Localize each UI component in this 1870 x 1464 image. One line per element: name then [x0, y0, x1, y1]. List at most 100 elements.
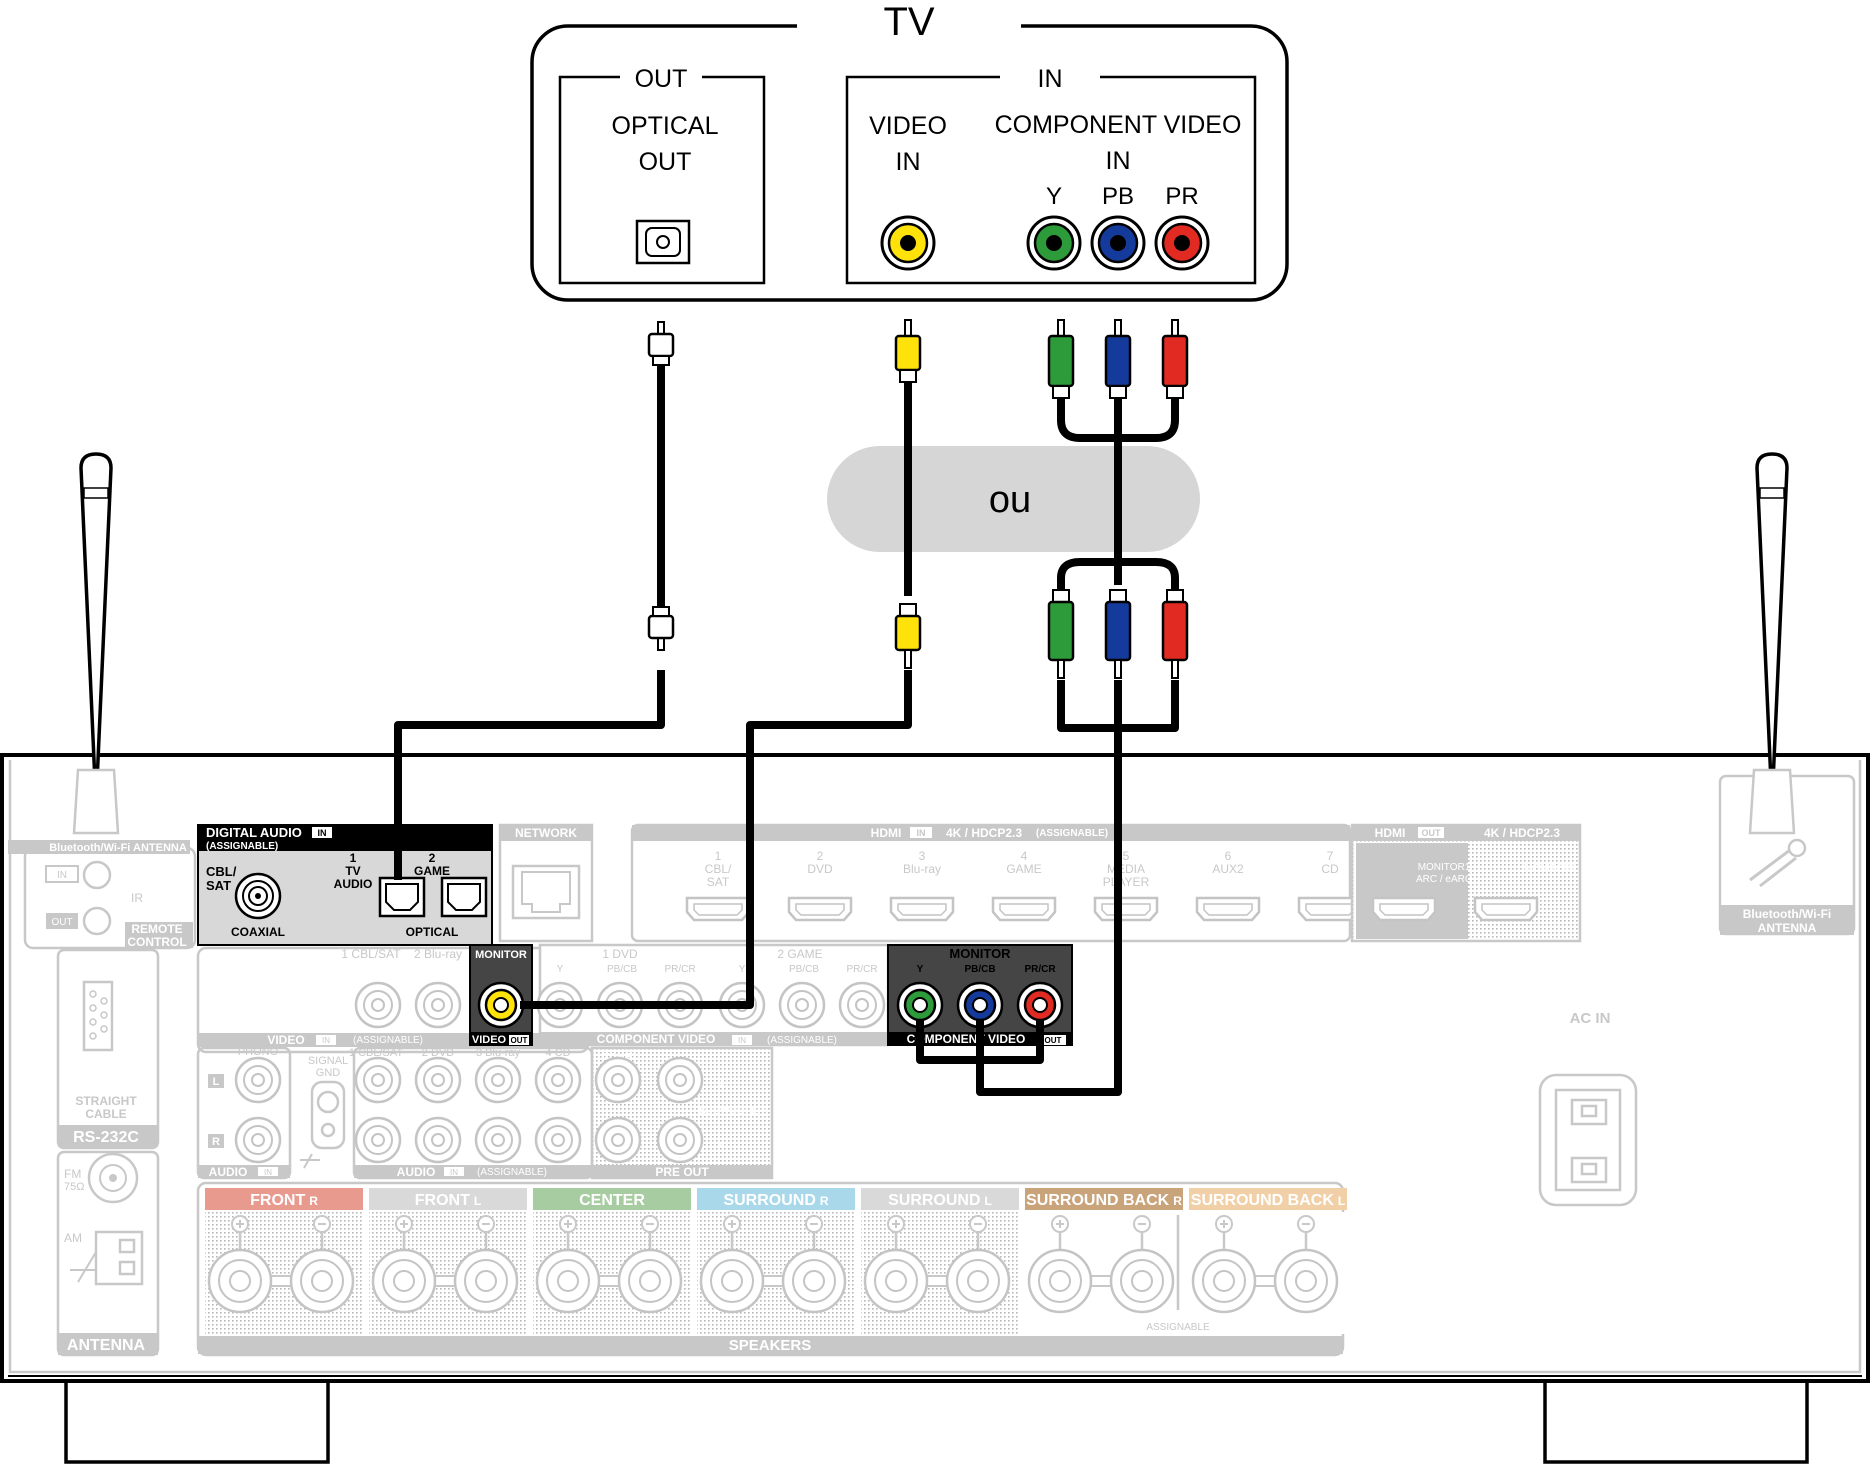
- signal-gnd-terminal[interactable]: [300, 1080, 346, 1169]
- hdmi-input-port[interactable]: [787, 896, 853, 922]
- audio-mid-assignable: (ASSIGNABLE): [477, 1167, 547, 1178]
- video-in-1-jack[interactable]: [354, 981, 402, 1029]
- rs232c-port[interactable]: [82, 980, 114, 1052]
- hdmi-input-port[interactable]: [991, 896, 1057, 922]
- tv-component-y-jack: [1026, 215, 1082, 271]
- component-section-in-box: [732, 1035, 752, 1045]
- comp-in2-pr-label: PR/CR: [846, 964, 877, 975]
- audio-in-3-r-jack[interactable]: [474, 1116, 522, 1164]
- audio-in-4-r-jack[interactable]: [534, 1116, 582, 1164]
- speaker-plus-terminal[interactable]: [1191, 1248, 1257, 1314]
- comp-in2-pb-jack[interactable]: [778, 981, 826, 1029]
- speaker-minus-terminal[interactable]: [289, 1248, 355, 1314]
- comp-monitor-y-jack[interactable]: [896, 981, 944, 1029]
- hdmi-input-name: GAME: [1006, 862, 1041, 876]
- opt1-line1: 1: [350, 851, 357, 865]
- speaker-plus-terminal[interactable]: [863, 1248, 929, 1314]
- video-in-1-label: 1 CBL/SAT: [341, 947, 401, 961]
- video-in-2-label: 2 Blu-ray: [414, 947, 462, 961]
- video-in-2-jack[interactable]: [414, 981, 462, 1029]
- tv-video-in-jack: [880, 215, 936, 271]
- audio-in-1-l-jack[interactable]: [354, 1056, 402, 1104]
- ir-out-badge: [46, 913, 78, 929]
- remote-control-band: [125, 922, 193, 948]
- ir-in-jack[interactable]: [82, 860, 112, 890]
- hdmi-input-port[interactable]: [889, 896, 955, 922]
- digital-audio-header: [198, 825, 492, 851]
- ac-in-socket[interactable]: [1554, 1088, 1622, 1192]
- hdmi-out-monitor2-port[interactable]: [1473, 896, 1539, 922]
- hdmi-out-monitor1-port[interactable]: [1371, 896, 1437, 922]
- hdmi-input-port[interactable]: [685, 896, 751, 922]
- sign-marks: [1220, 1220, 1310, 1228]
- subwoofer-2-jack[interactable]: [656, 1116, 704, 1164]
- phono-r-jack[interactable]: [234, 1116, 282, 1164]
- audio-in-2-r-jack[interactable]: [414, 1116, 462, 1164]
- hdmi-input-port[interactable]: [1093, 896, 1159, 922]
- audio-in-4-l-jack[interactable]: [534, 1056, 582, 1104]
- monitor-video-out-jack[interactable]: [477, 981, 525, 1029]
- component-plug-tv-pb: [1104, 319, 1132, 399]
- speaker-minus-terminal[interactable]: [945, 1248, 1011, 1314]
- hdmi-input-port[interactable]: [1195, 896, 1261, 922]
- opt1-line2: TV: [345, 864, 360, 878]
- plug-pin: [1114, 659, 1122, 679]
- coax-cbl-line2: SAT: [206, 878, 231, 893]
- speaker-minus-terminal[interactable]: [453, 1248, 519, 1314]
- speaker-plus-terminal[interactable]: [535, 1248, 601, 1314]
- phono-l-jack[interactable]: [234, 1056, 282, 1104]
- sign-marks: [564, 1220, 654, 1228]
- plug-body: [1104, 600, 1132, 662]
- tv-optical-out-line2: OUT: [639, 148, 692, 176]
- tv-optical-out-line1: OPTICAL: [612, 112, 719, 140]
- optical-in-1-port[interactable]: [378, 876, 426, 918]
- digital-audio-title: DIGITAL AUDIO: [206, 825, 302, 840]
- am-label: AM: [64, 1231, 82, 1245]
- receiver-interior-outlines: [8, 760, 1862, 1374]
- am-antenna-terminal[interactable]: [70, 1230, 144, 1286]
- hdmi-monitor1-area: [1356, 843, 1468, 939]
- audio-in-2-l-jack[interactable]: [414, 1056, 462, 1104]
- video-out-label: VIDEO: [472, 1034, 507, 1046]
- speaker-plus-terminal[interactable]: [1027, 1248, 1093, 1314]
- audio-in-3-l-jack[interactable]: [474, 1056, 522, 1104]
- speaker-minus-terminal[interactable]: [617, 1248, 683, 1314]
- hdmi-input-name: DVD: [807, 862, 833, 876]
- speaker-minus-terminal[interactable]: [781, 1248, 847, 1314]
- hdmi-input-name: Blu-ray: [903, 862, 941, 876]
- comp-in2-pr-jack[interactable]: [838, 981, 886, 1029]
- speaker-plus-terminal[interactable]: [699, 1248, 765, 1314]
- zone2-r-jack[interactable]: [594, 1116, 642, 1164]
- comp-monitor-pb-jack[interactable]: [956, 981, 1004, 1029]
- component-in-panel: [538, 943, 890, 1047]
- tv-in-label: IN: [1038, 65, 1063, 93]
- speaker-group-header: [533, 1188, 691, 1210]
- fm-antenna-jack[interactable]: [87, 1152, 139, 1204]
- sub-1-label: 1: [718, 1075, 725, 1089]
- optical-in-2-port[interactable]: [440, 876, 488, 918]
- speaker-plus-terminal[interactable]: [371, 1248, 437, 1314]
- sign-marks: [1056, 1220, 1146, 1228]
- zone2-l-jack[interactable]: [594, 1056, 642, 1104]
- tv-component-pb-jack: [1090, 215, 1146, 271]
- subwoofer-1-jack[interactable]: [656, 1056, 704, 1104]
- audio-label-left: AUDIO: [209, 1165, 248, 1179]
- speaker-minus-terminal[interactable]: [1109, 1248, 1175, 1314]
- speaker-plus-terminal[interactable]: [207, 1248, 273, 1314]
- coaxial-jack[interactable]: [234, 872, 282, 920]
- optical-label: OPTICAL: [406, 925, 459, 939]
- tv-pr-label: PR: [1165, 183, 1198, 210]
- fm-ohm: 75Ω: [64, 1181, 84, 1193]
- audio-in-1-r-jack[interactable]: [354, 1116, 402, 1164]
- assignable-label: ASSIGNABLE: [1146, 1322, 1210, 1333]
- speakers-band: [198, 1336, 1343, 1354]
- hdmi-input-name: CBL/: [705, 862, 732, 876]
- sign-marks: [400, 1220, 490, 1228]
- speaker-group-3: CENTER: [533, 1188, 691, 1334]
- speaker-minus-terminal[interactable]: [1273, 1248, 1339, 1314]
- ir-out-jack[interactable]: [82, 906, 112, 936]
- hdmi-input-number: 2: [817, 849, 824, 863]
- video-section-in: IN: [322, 1036, 330, 1045]
- network-port[interactable]: [511, 864, 581, 920]
